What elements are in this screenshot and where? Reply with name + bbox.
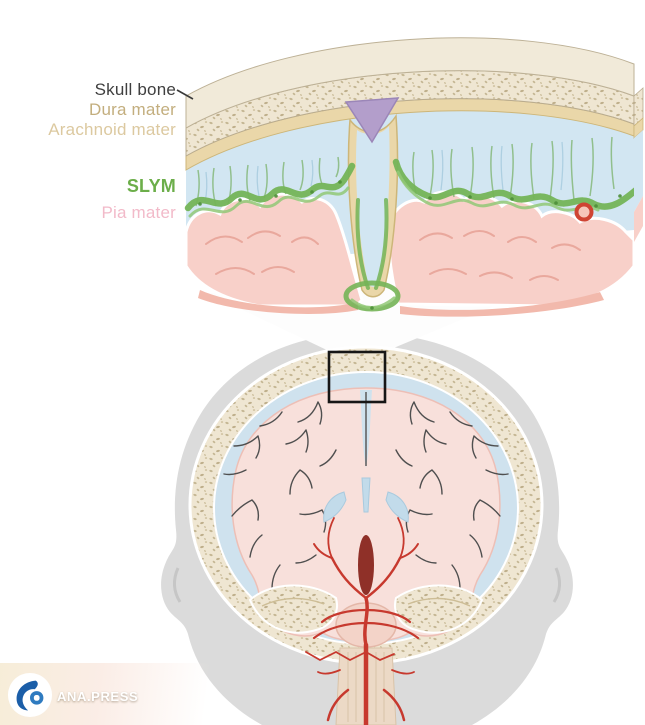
- inset-rectangle: [327, 350, 387, 404]
- skull-bone-leader-line: [176, 89, 194, 100]
- slym-dots: [198, 180, 622, 310]
- label-arachnoid-mater: Arachnoid mater: [48, 120, 176, 139]
- watermark-text: ANA.PRESS: [57, 689, 139, 704]
- meninges-inset: [176, 37, 644, 317]
- right-tentorium-wing: [394, 584, 484, 634]
- blood-vessel-cross-section: [574, 202, 594, 222]
- brainstem-core: [358, 535, 374, 595]
- posterior-fossa: [248, 584, 484, 725]
- ana-press-logo-icon: [7, 672, 53, 718]
- pia-mater-left: [184, 192, 364, 314]
- pia-mater-right: [386, 190, 636, 317]
- left-ear-line: [173, 567, 182, 603]
- arteries: [305, 517, 420, 725]
- right-ear-line: [552, 567, 561, 603]
- label-dura-mater: Dura mater: [88, 100, 176, 119]
- ventricles: [323, 477, 409, 523]
- label-pia-mater: Pia mater: [101, 203, 176, 222]
- venous-sinus: [344, 97, 400, 144]
- slym-layer: [184, 158, 640, 312]
- right-cut-face: [633, 87, 644, 242]
- label-skull-bone: Skull bone: [94, 80, 176, 99]
- brain-coronal: [223, 387, 509, 643]
- left-tentorium-wing: [248, 584, 338, 634]
- label-slym: SLYM: [126, 176, 176, 196]
